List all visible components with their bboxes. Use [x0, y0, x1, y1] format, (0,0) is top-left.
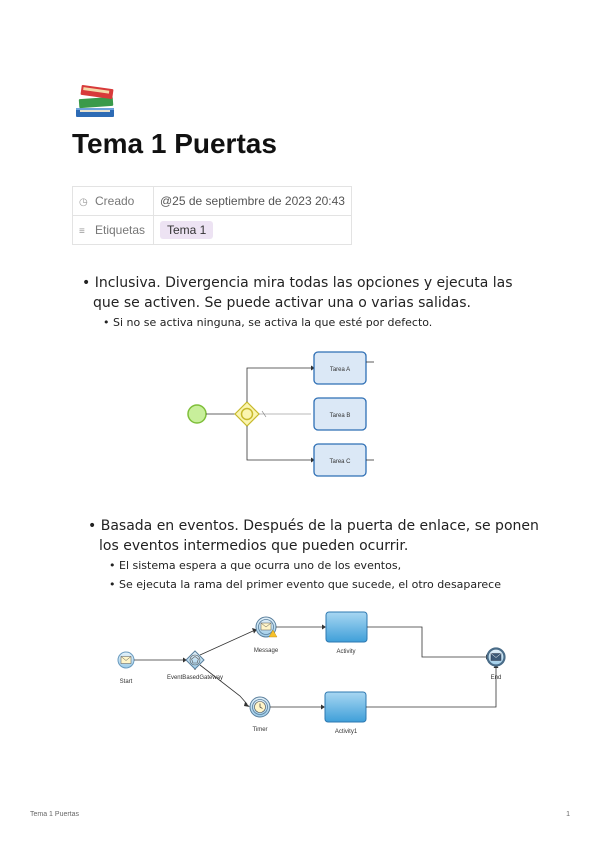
events-sub-1-text: El sistema espera a que ocurra uno de lo… [119, 559, 402, 572]
activity1-label: Activity1 [335, 729, 358, 735]
bullet-inclusive-sub: • Si no se activa ninguna, se activa la … [103, 316, 433, 329]
footer-page-number: 1 [566, 811, 570, 818]
bullet-events: • Basada en eventos. Después de la puert… [88, 518, 539, 534]
list-icon: ≡ [79, 226, 85, 237]
tag-badge[interactable]: Tema 1 [160, 221, 214, 239]
activity-label: Activity [336, 649, 355, 655]
task-a-label: Tarea A [330, 367, 350, 373]
activity-task [325, 611, 368, 643]
events-line-1: Basada en eventos. Después de la puerta … [100, 518, 539, 534]
timer-label: Timer [252, 727, 267, 733]
end-label: End [491, 675, 502, 681]
property-tags: ≡ Etiquetas Tema 1 [72, 215, 352, 245]
clock-icon: ◷ [79, 197, 88, 208]
inclusive-sub-text: Si no se activa ninguna, se activa la qu… [113, 316, 433, 329]
inclusive-line-2: que se activen. Se puede activar una o v… [93, 295, 471, 311]
property-created: ◷ Creado @25 de septiembre de 2023 20:43 [72, 186, 352, 216]
task-c-label: Tarea C [329, 459, 351, 465]
bullet-inclusive: • Inclusiva. Divergencia mira todas las … [82, 275, 513, 291]
start-label: Start [120, 679, 133, 685]
footer-title: Tema 1 Puertas [30, 811, 80, 818]
inclusive-line-1: Inclusiva. Divergencia mira todas las op… [94, 275, 513, 291]
books-icon [76, 84, 114, 117]
created-value[interactable]: @25 de septiembre de 2023 20:43 [153, 186, 352, 216]
inclusive-gateway-diagram: Tarea A Tarea B Tarea C [187, 351, 374, 477]
events-line-2: los eventos intermedios que pueden ocurr… [99, 538, 409, 554]
bullet-events-sub-1: • El sistema espera a que ocurra uno de … [109, 559, 402, 572]
envelope-icon [260, 622, 272, 631]
created-label: Creado [95, 194, 135, 208]
message-label: Message [254, 648, 279, 654]
envelope-icon [490, 653, 502, 661]
task-a [313, 351, 367, 385]
tags-label: Etiquetas [95, 223, 146, 237]
page-title: Tema 1 Puertas [72, 128, 277, 159]
gateway-label: EventBasedGateway [167, 675, 223, 681]
warning-icon [268, 629, 278, 638]
start-event [187, 404, 207, 424]
envelope-icon [120, 656, 132, 664]
inclusive-gateway [234, 401, 260, 427]
task-b-label: Tarea B [330, 413, 351, 419]
task-b [313, 397, 367, 431]
properties-table: ◷Creado @25 de septiembre de 2023 20:43 … [72, 186, 352, 245]
event-gateway-diagram: Start EventBasedGateway Message Activity… [117, 611, 506, 735]
activity1-task [324, 691, 367, 723]
events-sub-2-text: Se ejecuta la rama del primer evento que… [119, 578, 501, 591]
bullet-events-sub-2: • Se ejecuta la rama del primer evento q… [109, 578, 501, 591]
